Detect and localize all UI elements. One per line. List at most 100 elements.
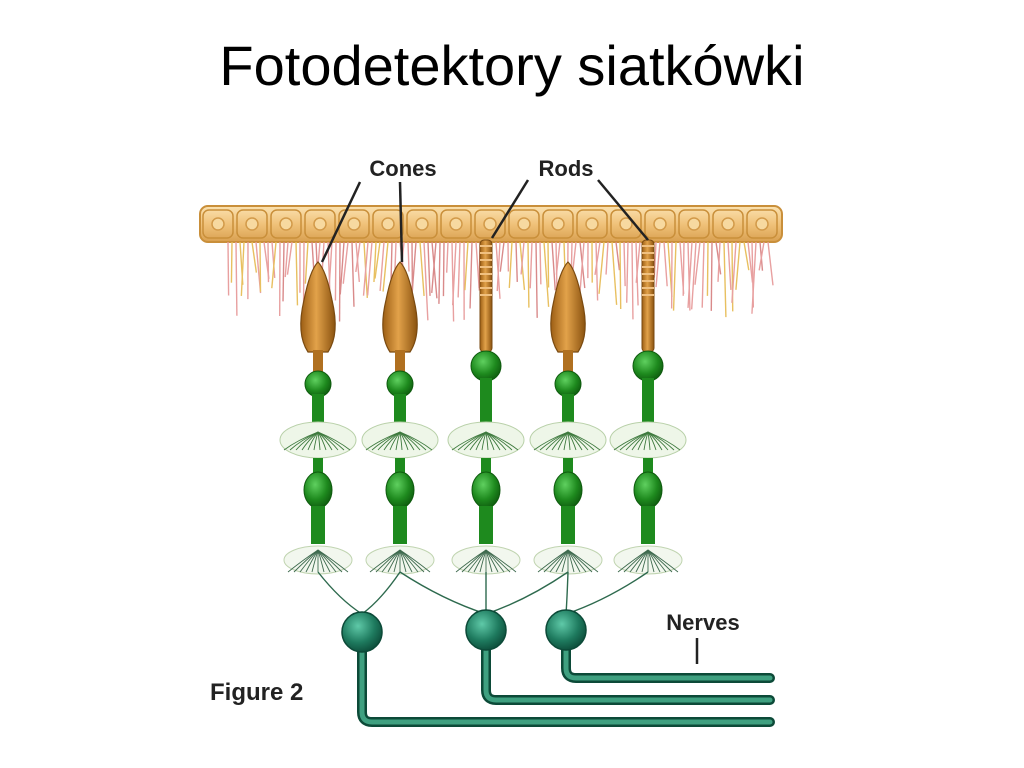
epithelium-cell	[474, 209, 506, 239]
fringe-strand	[445, 241, 449, 273]
bipolar-stem	[313, 458, 323, 474]
fringe-strand	[767, 241, 774, 286]
epithelium-nucleus	[687, 217, 701, 231]
bipolar-stem	[643, 458, 653, 474]
epithelium-nucleus	[483, 217, 497, 231]
cell-nucleus	[554, 370, 582, 398]
fringe-strand	[411, 241, 417, 292]
axon-segment	[642, 378, 654, 422]
synaptic-tuft	[447, 421, 525, 459]
fringe-strand	[687, 241, 693, 308]
fringe-strand	[351, 241, 355, 307]
fringe-strand	[731, 241, 737, 303]
fringe-strand	[687, 241, 691, 311]
bipolar-stem	[395, 458, 405, 474]
fringe-strand	[535, 241, 538, 318]
axon-segment	[312, 394, 324, 422]
fringe-strand	[706, 241, 709, 296]
fringe-strand	[547, 241, 550, 288]
fringe-strand	[555, 241, 561, 275]
fringe-strand	[655, 241, 661, 288]
fringe-strand	[451, 241, 455, 322]
fringe-strand	[442, 241, 445, 297]
pigment-epithelium	[199, 205, 783, 243]
bipolar-axon	[561, 506, 575, 544]
label-rods: Rods	[539, 156, 594, 181]
fringe-strand	[717, 241, 721, 282]
epithelium-cell	[644, 209, 676, 239]
epithelium-cell	[202, 209, 234, 239]
ganglion-cell	[341, 611, 383, 653]
fringe-strand	[631, 241, 634, 320]
fringe-strand	[539, 241, 542, 285]
fringe-strand	[578, 241, 585, 299]
synaptic-tuft	[283, 545, 353, 575]
fringe-strand	[251, 241, 258, 273]
bipolar-axon	[479, 506, 493, 544]
epithelium-cell	[372, 209, 404, 239]
fringe-strand	[423, 241, 429, 321]
axon-segment	[480, 378, 492, 422]
epithelium-nucleus	[245, 217, 259, 231]
fringe-strand	[594, 241, 601, 275]
label-leaders	[320, 179, 699, 664]
fringe-strand	[286, 241, 293, 275]
fringe-strand	[626, 241, 629, 303]
epithelium-cell	[236, 209, 268, 239]
epithelium-cell	[542, 209, 574, 239]
axon-segment	[394, 394, 406, 422]
fringe-strand	[543, 241, 550, 307]
epithelium-cell	[576, 209, 608, 239]
fringe-strand	[619, 241, 622, 310]
rod-photoreceptor	[609, 239, 687, 575]
fringe-strand	[295, 241, 299, 306]
fringe-strand	[605, 241, 609, 275]
label-figure: Figure 2	[210, 679, 303, 706]
epithelium-nucleus	[721, 217, 735, 231]
epithelium-cell	[712, 209, 744, 239]
fringe-strand	[379, 241, 385, 292]
fringe-strand	[682, 241, 685, 296]
fringe-strand	[342, 241, 349, 284]
bipolar-cell	[385, 471, 415, 509]
fringe-strand	[551, 241, 556, 291]
cell-nucleus	[386, 370, 414, 398]
label-nerves: Nerves	[666, 610, 739, 635]
epithelium-cell	[746, 209, 778, 239]
epithelium-nucleus	[517, 217, 531, 231]
fringe-strand	[694, 241, 701, 285]
fringe-strand	[715, 241, 722, 275]
synaptic-tuft	[451, 545, 521, 575]
slide-title: Fotodetektory siatkówki	[219, 34, 805, 97]
bipolar-stem	[481, 458, 491, 474]
fringe-strand	[419, 241, 425, 296]
axon-segment	[562, 394, 574, 422]
epithelium-nucleus	[449, 217, 463, 231]
epithelium-cell	[678, 209, 710, 239]
synaptic-tuft	[609, 421, 687, 459]
ganglion-cells	[341, 609, 587, 653]
fringe-strand	[431, 241, 437, 293]
ganglion-cell	[465, 609, 507, 651]
cone-outer-segment	[550, 261, 586, 353]
bipolar-axon	[393, 506, 407, 544]
fringe-strand	[366, 241, 373, 296]
label-cones: Cones	[369, 156, 436, 181]
fringe-strand	[735, 241, 741, 290]
fringe-strand	[469, 241, 473, 309]
fringe-strand	[598, 241, 605, 294]
fringe-strand	[635, 241, 641, 283]
cone-inner-segment	[395, 350, 405, 374]
epithelium-nucleus	[619, 217, 633, 231]
fringe-strand	[374, 241, 381, 279]
cone-photoreceptor	[279, 261, 357, 575]
cell-nucleus	[304, 370, 332, 398]
fringe-strand	[747, 241, 754, 283]
synaptic-tuft	[529, 421, 607, 459]
fringe-strand	[339, 241, 345, 295]
epithelium-nucleus	[279, 217, 293, 231]
fringe-strand	[282, 241, 285, 302]
fringe-strand	[690, 241, 697, 310]
fringe-strand	[515, 241, 518, 282]
